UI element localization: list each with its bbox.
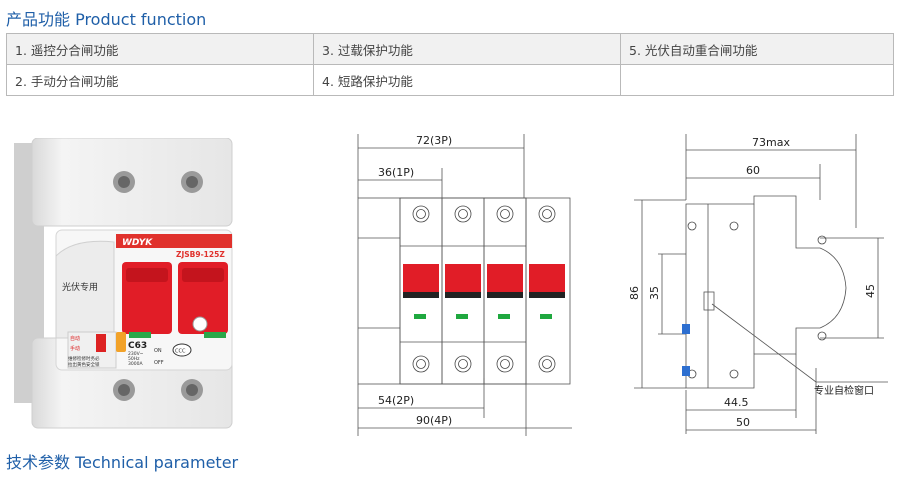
function-cell: 5. 光伏自动重合闸功能 (620, 33, 894, 65)
model-label: ZJSB9-125Z (176, 250, 225, 259)
handle-row (403, 264, 565, 319)
dim-width-2p: 54(2P) (378, 394, 414, 407)
ccc-mark (172, 343, 192, 357)
on-label: ON (154, 348, 162, 354)
brand-bar (116, 234, 232, 248)
dim-max-width: 73max (752, 136, 790, 149)
dim-50: 50 (736, 416, 750, 429)
ccc-text: CCC (175, 349, 186, 355)
clip-marker (682, 324, 690, 334)
product-photo: 光伏专用 WDYK ZJSB9-125Z 自动 手动 维修检修时务必 拉出黄色安… (14, 138, 233, 429)
rating-label: C63 (128, 341, 147, 351)
breaking-capacity-label: 3000A (128, 361, 143, 367)
side-dimension-drawing: 73max 60 86 35 45 44.5 50 专业自检窗口 (628, 134, 888, 434)
off-label: OFF (154, 360, 164, 366)
function-cell: 3. 过载保护功能 (313, 33, 621, 65)
mode-switch-panel (67, 331, 117, 369)
function-cell: 2. 手动分合闸功能 (6, 64, 314, 96)
dim-45: 45 (864, 284, 877, 298)
section-title-technical-parameter: 技术参数 Technical parameter (6, 453, 239, 472)
voltage-label: 230V~ (128, 351, 144, 357)
mode-label-manual: 手动 (70, 345, 80, 352)
cqc-mark (192, 316, 208, 332)
frequency-label: 50Hz (128, 356, 140, 362)
function-table: 1. 遥控分合闸功能 3. 过载保护功能 5. 光伏自动重合闸功能 2. 手动分… (6, 33, 894, 96)
function-cell: 1. 遥控分合闸功能 (6, 33, 314, 65)
window-label: 专业自检窗口 (814, 384, 874, 397)
dim-86: 86 (628, 286, 641, 300)
dim-35: 35 (648, 286, 661, 300)
dim-width-4p: 90(4P) (416, 414, 452, 427)
safety-lock (116, 332, 126, 352)
table-row: 1. 遥控分合闸功能 3. 过载保护功能 5. 光伏自动重合闸功能 (6, 33, 894, 65)
panel-label: 光伏专用 (62, 281, 98, 293)
mode-label-auto: 自动 (70, 335, 80, 342)
function-cell: 4. 短路保护功能 (313, 64, 621, 96)
dim-width-1p: 36(1P) (378, 166, 414, 179)
table-row: 2. 手动分合闸功能 4. 短路保护功能 (6, 64, 894, 96)
function-cell (620, 64, 894, 96)
dim-width-3p: 72(3P) (416, 134, 452, 147)
dim-60: 60 (746, 164, 760, 177)
front-dimension-drawing: 72(3P) 36(1P) 54(2P) 90(4P) (357, 134, 572, 436)
safety-note-1: 维修检修时务必 (68, 355, 100, 362)
safety-note-2: 拉出黄色安全锁 (68, 361, 100, 368)
section-title-product-function: 产品功能 Product function (6, 10, 207, 29)
dim-44-5: 44.5 (724, 396, 749, 409)
mode-switch (96, 334, 106, 352)
clip-marker (682, 366, 690, 376)
status-indicator-green (129, 332, 151, 338)
controller-module (55, 240, 115, 339)
brand-logo: WDYK (122, 238, 153, 248)
status-indicator-green (204, 332, 226, 338)
